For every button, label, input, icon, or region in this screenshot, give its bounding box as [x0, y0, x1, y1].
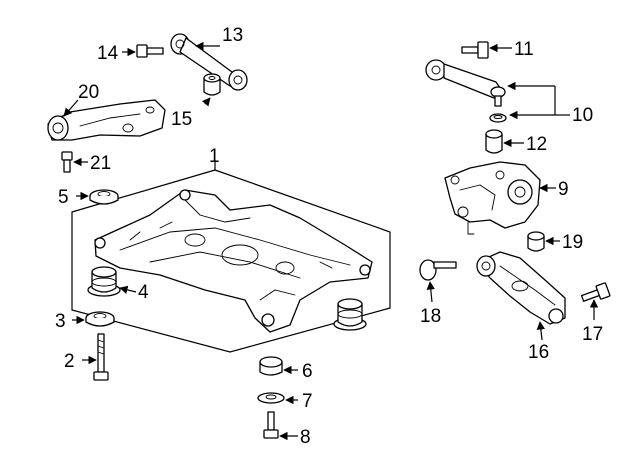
callout-16: 16 [528, 342, 549, 363]
callout-8: 8 [300, 427, 311, 448]
part-6-stopper [259, 356, 283, 376]
callout-14: 14 [97, 43, 119, 64]
part-9-knuckle [444, 161, 541, 235]
part-16-lower-arm [476, 251, 566, 325]
part-2-bolt [93, 333, 109, 381]
part-7-washer [257, 392, 285, 404]
callout-19: 19 [562, 232, 583, 253]
part-11-bolt [461, 41, 489, 59]
part-15-bushing [203, 73, 221, 96]
part-19-bushing [527, 231, 545, 252]
part-12-bushing [485, 129, 503, 154]
part-21-bolt [61, 151, 73, 173]
part-10-ring [489, 113, 507, 123]
callout-10: 10 [572, 105, 593, 126]
part-3-washer [85, 311, 115, 327]
part-8-bolt [263, 411, 279, 439]
subframe-bushing-right [333, 298, 367, 331]
subframe-outline-box [71, 160, 391, 353]
part-14-bolt [136, 44, 164, 58]
leader-arrows [63, 41, 599, 441]
callout-1: 1 [209, 146, 220, 167]
part-18-bolt [419, 259, 457, 281]
subframe-bushing-left [87, 266, 121, 297]
callout-17: 17 [582, 324, 603, 345]
subframe-crossmember [94, 189, 373, 333]
part-17-bolt [580, 282, 611, 302]
callout-2: 2 [64, 351, 75, 372]
callout-4: 4 [138, 282, 149, 303]
part-5-washer [89, 189, 119, 205]
callout-13: 13 [222, 25, 243, 46]
callout-9: 9 [558, 179, 569, 200]
callout-labels: 1 2 3 4 5 6 7 8 9 10 11 12 13 14 15 16 1… [55, 25, 603, 448]
part-13-upper-link [170, 33, 248, 91]
part-10-upper-arm [425, 59, 506, 107]
callout-20: 20 [78, 82, 99, 103]
part-20-control-arm [47, 99, 166, 141]
callout-7: 7 [302, 391, 313, 412]
callout-3: 3 [55, 311, 66, 332]
callout-6: 6 [302, 361, 313, 382]
callout-12: 12 [526, 134, 547, 155]
callout-18: 18 [420, 306, 441, 327]
callout-15: 15 [171, 109, 192, 130]
callout-11: 11 [514, 39, 534, 60]
callout-5: 5 [58, 187, 69, 208]
callout-21: 21 [90, 153, 111, 174]
